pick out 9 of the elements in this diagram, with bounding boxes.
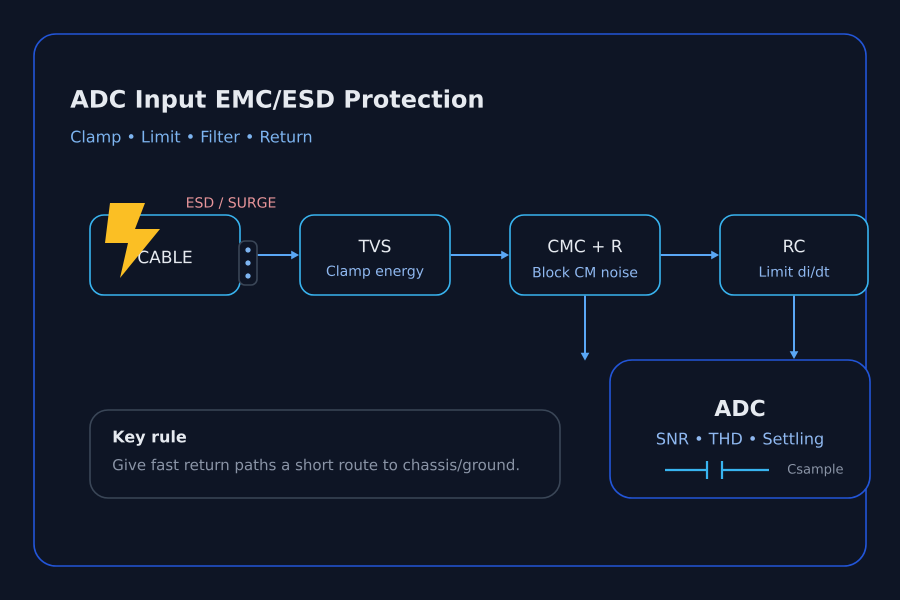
side-label: ESD / SURGE: [187, 197, 276, 209]
connector-box: [238, 240, 258, 286]
note-card: Key rule Give fast return paths a short route to chassis/ground.: [89, 409, 561, 499]
process-box: CMC + R Block CM noise: [509, 214, 661, 296]
title: ADC Input EMC/ESD Protection: [70, 89, 483, 113]
adc-box: ADC SNR • THD • Settling Csample: [609, 359, 871, 499]
process-box: TVS Clamp energy: [299, 214, 451, 296]
subtitle: Clamp • Limit • Filter • Return: [71, 130, 312, 146]
process-box: RC Limit di/dt: [719, 214, 869, 296]
